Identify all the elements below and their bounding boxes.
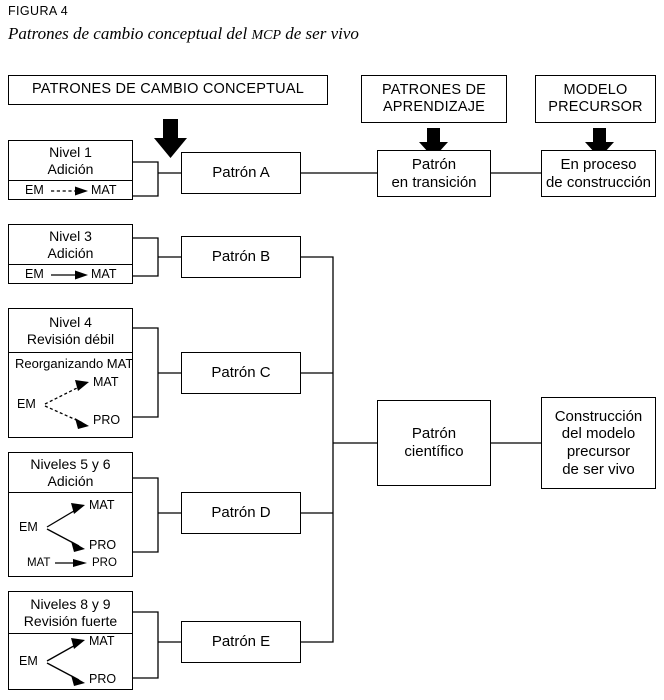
outcome-box-en-proceso-construccion: En proceso de construcción	[541, 150, 656, 197]
bracket-niveles56	[133, 477, 159, 553]
figure-title-pre: Patrones de cambio conceptual del	[8, 24, 252, 43]
relation-target-mat: MAT	[91, 267, 117, 281]
relation-arrow-dashed	[51, 186, 88, 196]
level-box-niveles-8-9: Niveles 8 y 9 Revisión fuerte EM MAT PRO	[8, 591, 133, 690]
relation-source-em: EM	[25, 183, 44, 197]
level-note-reorganizando: Reorganizando MAT	[15, 356, 134, 371]
outcome-label-line1: Patrón	[411, 425, 457, 443]
outcome-label-line2: en transición	[391, 173, 477, 191]
pattern-box-patron-d: Patrón D	[181, 492, 301, 534]
relation-source-em: EM	[17, 397, 36, 411]
relation-target-mat: MAT	[89, 634, 115, 648]
pattern-box-patron-c: Patrón C	[181, 352, 301, 394]
header-modelo-precursor: MODELO PRECURSOR	[535, 75, 656, 123]
pattern-box-patron-a: Patrón A	[181, 152, 301, 194]
relation-target-pro: PRO	[89, 672, 117, 686]
relation-arrow-solid	[51, 270, 88, 280]
relation-source-em: EM	[19, 520, 38, 534]
level-title-line1: Niveles 8 y 9	[30, 595, 111, 612]
bracket-niveles89	[133, 611, 159, 679]
pattern-label: Patrón C	[211, 364, 271, 382]
outcome-label-line2: de construcción	[545, 173, 652, 191]
outcome-box-patron-cientifico: Patrón científico	[377, 400, 491, 486]
level-relations-niveles-8-9: EM MAT PRO	[9, 634, 132, 689]
outcome-label-line1: Construcción	[554, 407, 643, 425]
level-title-nivel-1: Nivel 1 Adición	[9, 141, 132, 181]
level-title-line2: Adición	[47, 160, 94, 177]
level-relations-niveles-5-6: EM MAT PRO MAT PRO	[9, 493, 132, 576]
relation-target-mat: MAT	[89, 498, 115, 512]
thick-arrow-down-icon-1	[154, 119, 187, 158]
level-relations-nivel-4: Reorganizando MAT EM MAT PRO	[9, 353, 134, 436]
relation-arrows-branch-solid	[46, 503, 87, 567]
relation-arrows-branch-solid	[46, 638, 85, 686]
pattern-box-patron-b: Patrón B	[181, 236, 301, 278]
outcome-label-line4: de ser vivo	[562, 460, 635, 478]
relation-target-pro: PRO	[93, 413, 121, 427]
figure-title-post: de ser vivo	[281, 24, 359, 43]
outcome-box-construccion-modelo-precursor: Construcción del modelo precursor de ser…	[541, 397, 656, 489]
level-box-nivel-3: Nivel 3 Adición EM MAT	[8, 224, 133, 284]
level-title-nivel-3: Nivel 3 Adición	[9, 225, 132, 265]
relation-source-em: EM	[25, 267, 44, 281]
figure-label: FIGURA 4	[8, 4, 69, 18]
level-title-line2: Revisión fuerte	[23, 612, 118, 629]
level-box-niveles-5-6: Niveles 5 y 6 Adición EM MAT PRO MAT PRO	[8, 452, 133, 577]
outcome-label-line2: del modelo	[561, 425, 636, 443]
level-title-line1: Nivel 1	[49, 143, 92, 160]
level-title-line1: Nivel 3	[49, 227, 92, 244]
figure-title-acronym: MCP	[251, 28, 282, 43]
pattern-label: Patrón D	[211, 504, 271, 522]
bracket-nivel3	[133, 237, 159, 277]
pattern-label: Patrón A	[212, 164, 270, 182]
outcome-label-line3: precursor	[566, 443, 631, 460]
header-label-line1: MODELO	[563, 81, 628, 98]
level-title-niveles-8-9: Niveles 8 y 9 Revisión fuerte	[9, 592, 132, 634]
bracket-nivel1	[133, 161, 159, 197]
relation2-target-pro: PRO	[92, 557, 117, 569]
level-title-niveles-5-6: Niveles 5 y 6 Adición	[9, 453, 132, 493]
header-label-line2: PRECURSOR	[548, 99, 643, 115]
header-label: PATRONES DE CAMBIO CONCEPTUAL	[32, 81, 304, 98]
relation-source-em: EM	[19, 654, 38, 668]
relation-arrows-branch-dashed	[44, 380, 89, 429]
outcome-box-patron-en-transicion: Patrón en transición	[377, 150, 491, 197]
header-label-line1: PATRONES DE	[382, 81, 486, 98]
relation-target-mat: MAT	[91, 183, 117, 197]
header-patrones-aprendizaje: PATRONES DE APRENDIZAJE	[361, 75, 507, 123]
relation2-source-mat: MAT	[27, 557, 51, 569]
pattern-label: Patrón E	[211, 633, 271, 651]
outcome-label-line2: científico	[404, 443, 464, 460]
level-box-nivel-4: Nivel 4 Revisión débil Reorganizando MAT…	[8, 308, 133, 438]
bus-vertical	[301, 256, 334, 643]
pattern-box-patron-e: Patrón E	[181, 621, 301, 663]
level-relations-nivel-1: EM MAT	[9, 181, 132, 199]
level-title-line1: Niveles 5 y 6	[30, 455, 111, 472]
level-title-nivel-4: Nivel 4 Revisión débil	[9, 309, 132, 353]
header-patrones-cambio-conceptual: PATRONES DE CAMBIO CONCEPTUAL	[8, 75, 328, 105]
level-box-nivel-1: Nivel 1 Adición EM MAT	[8, 140, 133, 200]
level-title-line2: Adición	[47, 244, 94, 261]
level-title-line1: Nivel 4	[49, 313, 92, 330]
level-title-line2: Revisión débil	[26, 330, 115, 347]
level-relations-nivel-3: EM MAT	[9, 265, 132, 283]
level-title-line2: Adición	[47, 472, 94, 489]
pattern-label: Patrón B	[211, 248, 271, 266]
relation-target-pro: PRO	[89, 538, 117, 552]
header-label-line2: APRENDIZAJE	[382, 99, 486, 115]
outcome-label-line1: En proceso	[560, 155, 637, 173]
bracket-nivel4	[133, 327, 159, 418]
relation-target-mat: MAT	[93, 375, 119, 389]
figure-title: Patrones de cambio conceptual del MCP de…	[8, 24, 359, 44]
outcome-label-line1: Patrón	[411, 155, 457, 173]
